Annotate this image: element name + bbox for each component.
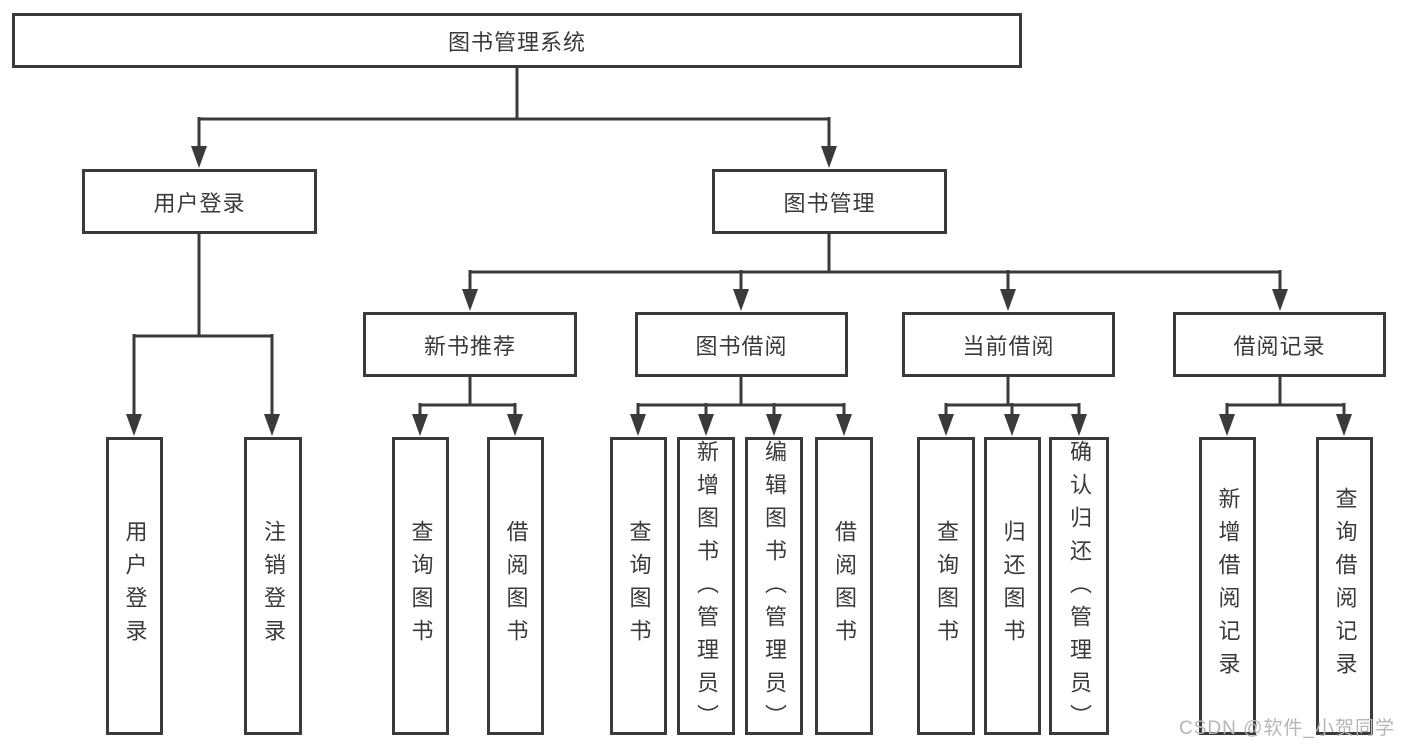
leaf-add-borrow-record: 新增借阅记录 (1199, 437, 1256, 735)
node-user-login-module: 用户登录 (82, 169, 317, 234)
csdn-watermark: CSDN @软件_小贺同学 (1179, 718, 1395, 739)
leaf-query-borrow-record: 查询借阅记录 (1316, 437, 1373, 735)
leaf-recommend-query-books-label: 查询图书 (408, 520, 434, 652)
leaf-borrow-query-books-label: 查询图书 (626, 520, 652, 652)
leaf-user-login: 用户登录 (106, 437, 163, 735)
leaf-user-login-label: 用户登录 (122, 520, 148, 652)
leaf-logout: 注销登录 (244, 437, 302, 735)
leaf-borrow-books: 借阅图书 (815, 437, 873, 735)
leaf-return-books: 归还图书 (984, 437, 1041, 735)
leaf-edit-books-admin: 编辑图书（管理员） (745, 437, 803, 737)
leaf-recommend-borrow-books-label: 借阅图书 (503, 520, 529, 652)
arrowheads (126, 146, 1352, 436)
leaf-current-query-books-label: 查询图书 (934, 520, 959, 652)
leaf-current-query-books: 查询图书 (917, 437, 975, 735)
node-borrow-records: 借阅记录 (1173, 312, 1386, 377)
leaf-add-borrow-record-label: 新增借阅记录 (1215, 487, 1241, 685)
leaf-query-borrow-record-label: 查询借阅记录 (1332, 487, 1358, 685)
leaf-recommend-query-books: 查询图书 (392, 437, 449, 735)
leaf-logout-label: 注销登录 (261, 520, 286, 652)
leaf-add-books-admin-label: 新增图书（管理员） (694, 440, 719, 737)
node-new-book-recommend: 新书推荐 (363, 312, 577, 377)
leaf-confirm-return-admin-label: 确认归还（管理员） (1067, 440, 1092, 737)
node-root-system: 图书管理系统 (12, 13, 1022, 68)
node-current-borrow: 当前借阅 (902, 312, 1115, 377)
node-book-management-module: 图书管理 (712, 169, 947, 234)
leaf-return-books-label: 归还图书 (1000, 520, 1026, 652)
leaf-borrow-books-label: 借阅图书 (832, 520, 857, 652)
node-book-borrow: 图书借阅 (635, 312, 848, 377)
leaf-confirm-return-admin: 确认归还（管理员） (1049, 437, 1109, 737)
leaf-recommend-borrow-books: 借阅图书 (487, 437, 544, 735)
leaf-add-books-admin: 新增图书（管理员） (677, 437, 735, 737)
leaf-borrow-query-books: 查询图书 (610, 437, 667, 735)
leaf-edit-books-admin-label: 编辑图书（管理员） (762, 440, 787, 737)
